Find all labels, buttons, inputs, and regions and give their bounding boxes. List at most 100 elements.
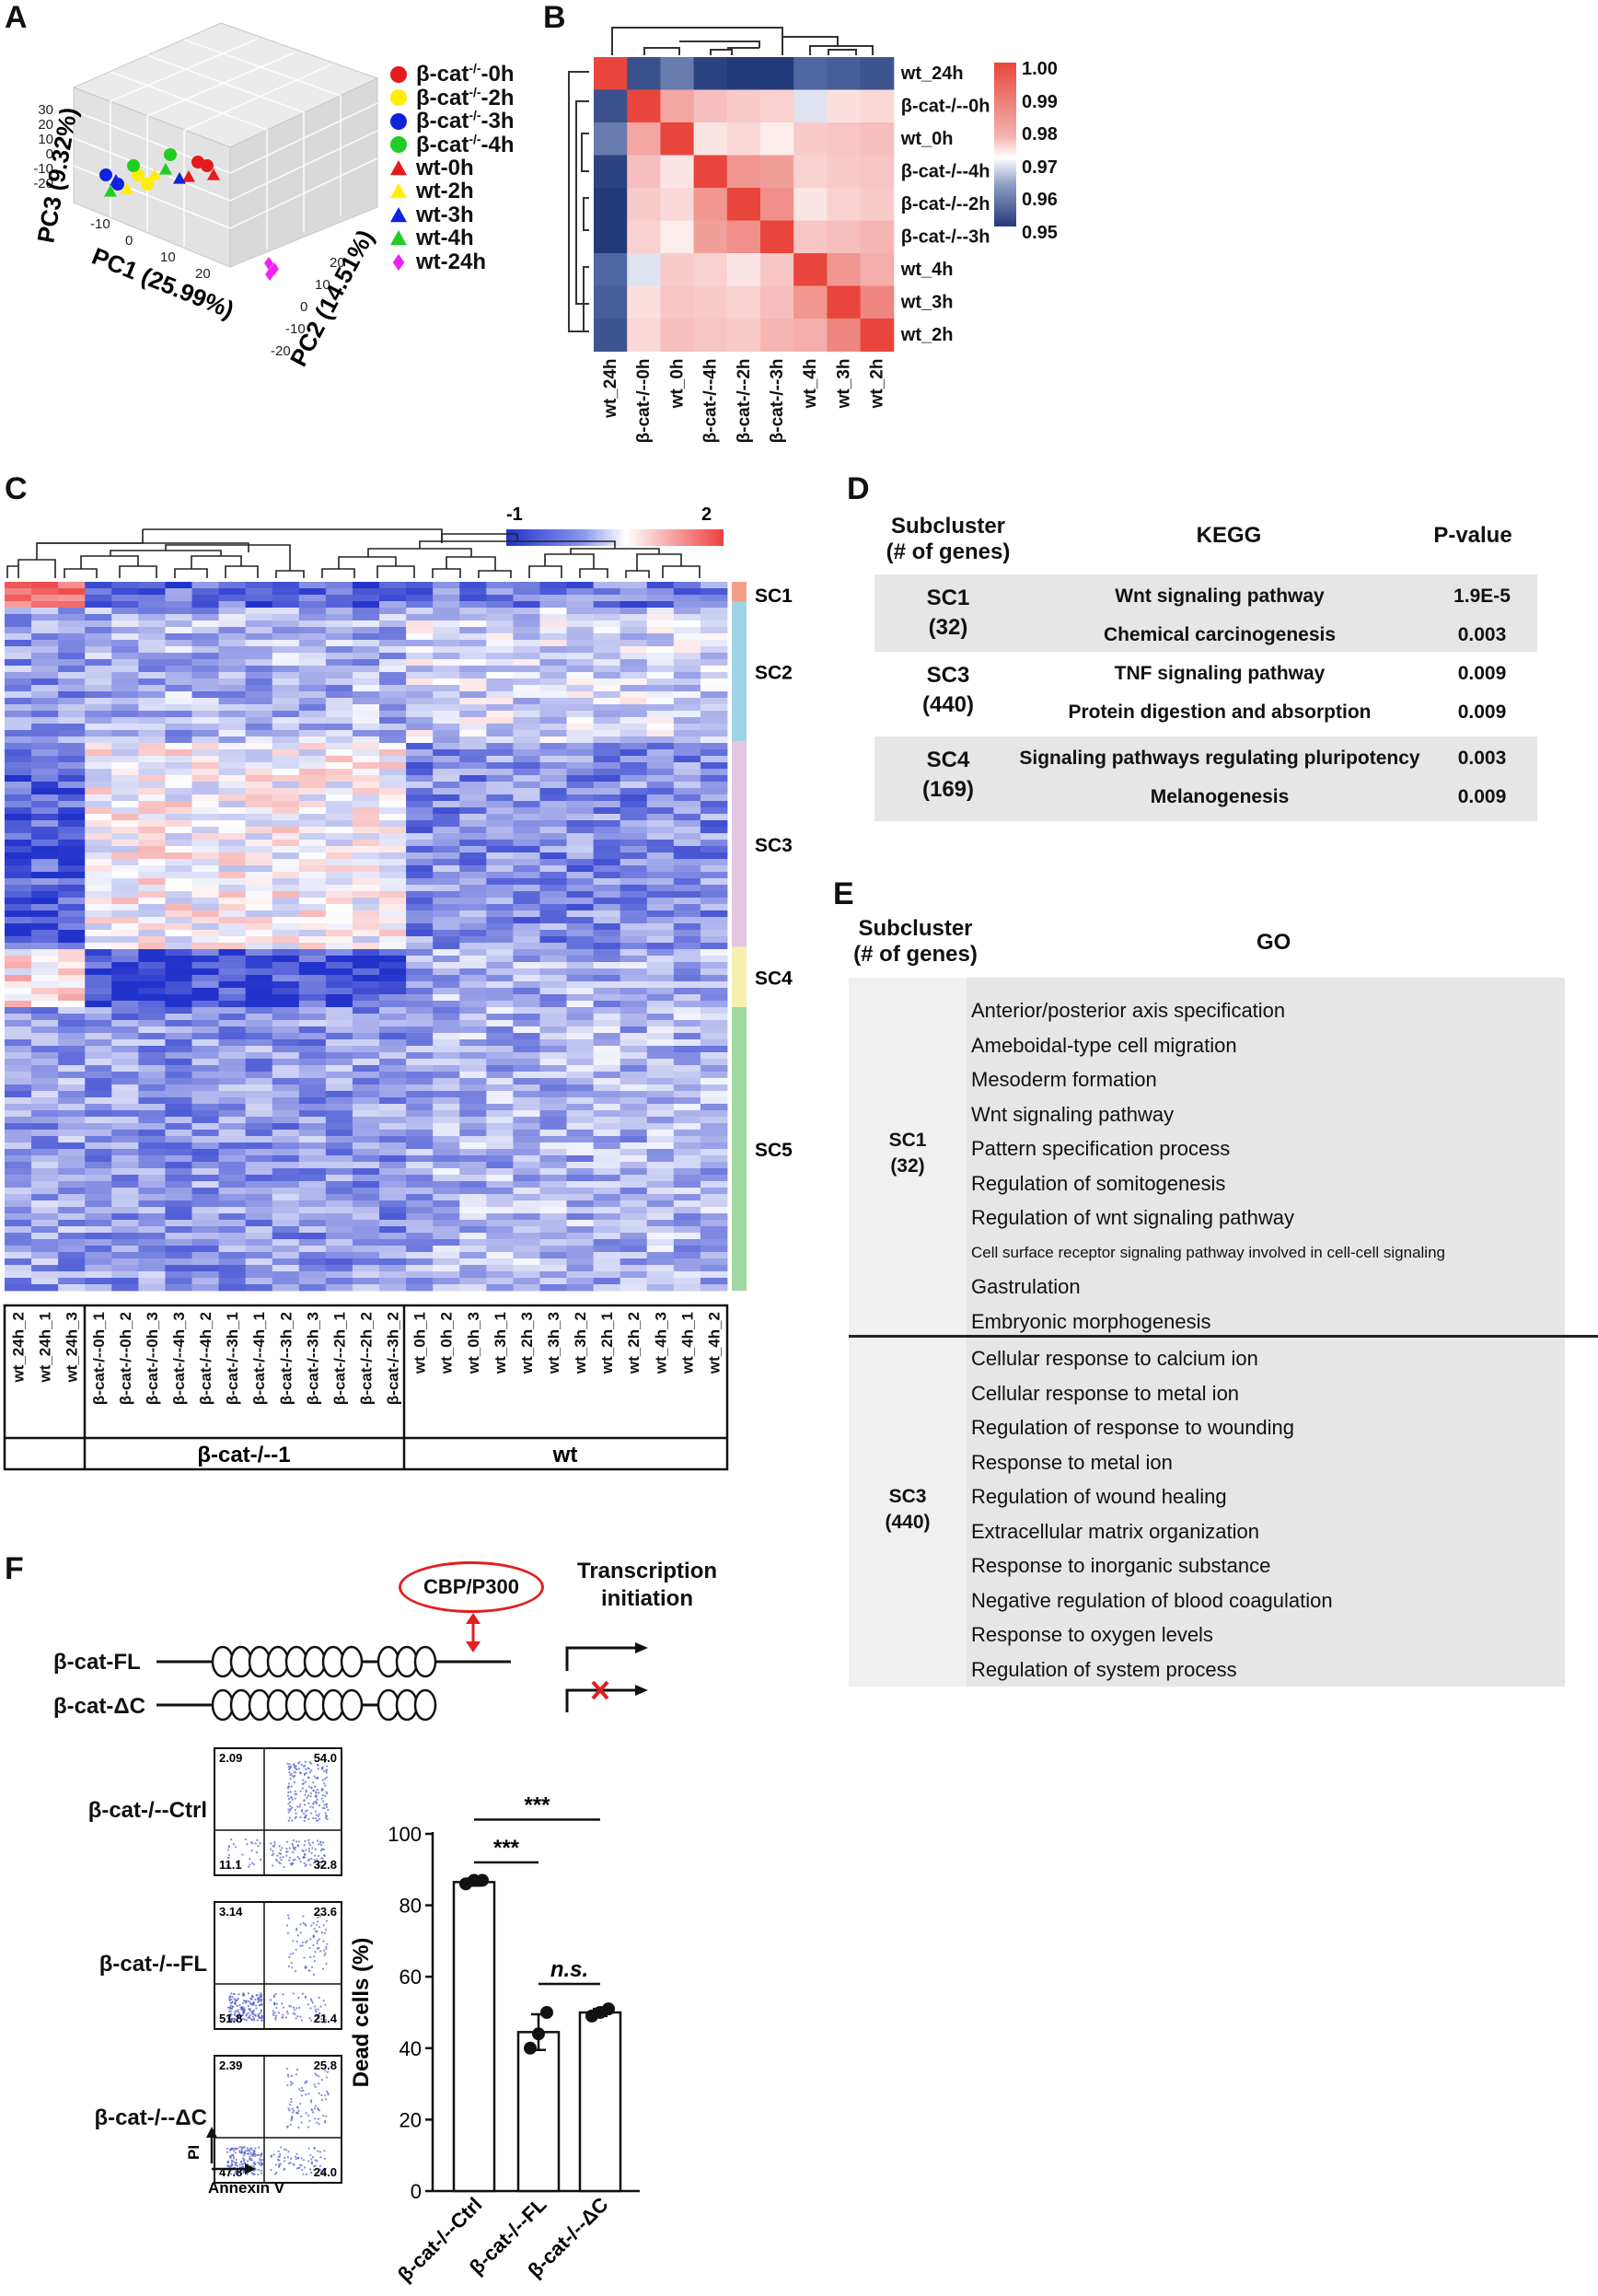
expression-cell	[593, 1039, 621, 1047]
expression-cell	[138, 1207, 166, 1214]
expression-cell	[379, 788, 407, 795]
expression-cell	[165, 1226, 192, 1234]
expression-cell	[620, 1084, 648, 1092]
expression-cell	[352, 1136, 380, 1143]
expression-cell	[620, 788, 648, 795]
expression-cell	[646, 724, 675, 731]
flow-event	[321, 1800, 325, 1803]
expression-cell	[379, 775, 407, 783]
expression-cell	[486, 878, 514, 886]
expression-cell	[406, 1271, 434, 1279]
expression-cell	[138, 872, 166, 879]
flow-event	[242, 2154, 245, 2157]
expression-cell	[325, 672, 353, 679]
expression-cell	[620, 1046, 648, 1053]
expression-cell	[352, 988, 380, 995]
expression-cell	[646, 588, 675, 596]
correlation-cell	[627, 122, 661, 156]
expression-cell	[58, 1065, 86, 1073]
expression-cell	[433, 627, 460, 634]
expression-cell	[406, 1246, 434, 1253]
correlation-cell	[793, 155, 828, 189]
flow-event	[290, 2005, 293, 2008]
flow-event	[275, 1858, 278, 1861]
expression-cell	[218, 1252, 247, 1259]
flow-event	[286, 2083, 289, 2087]
expression-cell	[620, 981, 648, 989]
expression-cell	[298, 1149, 327, 1156]
expression-cell	[111, 827, 139, 834]
expression-cell	[352, 1091, 380, 1098]
expression-cell	[673, 1078, 701, 1085]
expression-cell	[646, 852, 675, 860]
expression-cell	[245, 923, 273, 931]
armadillo-repeat	[248, 1688, 272, 1722]
expression-cell	[272, 885, 300, 892]
expression-cell	[191, 1136, 219, 1143]
expression-cell	[433, 885, 460, 892]
kegg-term: TNF signaling pathway	[1114, 663, 1326, 684]
expression-cell	[539, 717, 567, 725]
expression-cell	[646, 1039, 675, 1047]
expression-cell	[459, 614, 487, 621]
expression-cell	[245, 620, 273, 628]
expression-cell	[379, 1117, 407, 1124]
flow-event	[311, 2111, 315, 2114]
expression-cell	[191, 1072, 219, 1079]
correlation-col-label: wt_0h	[667, 359, 687, 410]
sample-label: β-cat-/--2h_1	[330, 1312, 348, 1405]
expression-cell	[191, 691, 219, 699]
go-term: Wnt signaling pathway	[971, 1102, 1175, 1126]
flow-event	[245, 2014, 248, 2017]
expression-cell	[138, 1213, 166, 1221]
expression-cell	[272, 633, 300, 641]
expression-cell	[165, 582, 192, 589]
expression-cell	[58, 1136, 86, 1143]
expression-cell	[352, 582, 380, 589]
expression-cell	[31, 1039, 59, 1047]
expression-cell	[272, 582, 300, 589]
expression-cell	[352, 782, 380, 789]
expression-cell	[298, 1226, 327, 1234]
go-header-subcluster: Subcluster (# of genes)	[853, 916, 978, 967]
expression-cell	[111, 1078, 139, 1085]
expression-cell	[620, 840, 648, 847]
expression-cell	[298, 1200, 327, 1208]
expression-cell	[539, 1059, 567, 1066]
expression-cell	[245, 730, 273, 737]
expression-cell	[325, 1084, 353, 1092]
expression-cell	[566, 943, 595, 950]
flow-event	[286, 2073, 289, 2076]
expression-cell	[486, 814, 514, 821]
expression-cell	[58, 1097, 86, 1105]
expression-cell	[673, 1039, 701, 1047]
expression-cell	[165, 1110, 192, 1118]
expression-cell	[513, 1213, 540, 1221]
expression-cell	[272, 1162, 300, 1169]
expression-cell	[58, 1001, 86, 1008]
expression-cell	[272, 827, 300, 834]
expression-cell	[111, 601, 139, 609]
flow-event	[240, 2151, 243, 2154]
expression-cell	[5, 1033, 32, 1040]
correlation-cell	[693, 155, 728, 189]
expression-cell	[58, 736, 86, 744]
expression-cell	[593, 691, 621, 699]
expression-cell	[539, 1072, 567, 1079]
expression-cell	[620, 988, 648, 995]
expression-cell	[566, 814, 595, 821]
expression-cell	[673, 1072, 701, 1079]
pca-point	[264, 257, 273, 270]
flow-event	[320, 1797, 323, 1800]
correlation-scale-tick: 1.00	[1022, 59, 1058, 79]
expression-cell	[325, 1194, 353, 1201]
expression-cell	[593, 1097, 621, 1105]
expression-cell	[325, 1188, 353, 1195]
expression-cell	[325, 872, 353, 879]
expression-cell	[486, 1059, 514, 1066]
expression-cell	[218, 994, 247, 1002]
flow-event	[302, 2089, 305, 2092]
expression-cell	[406, 891, 434, 899]
expression-cell	[352, 1175, 380, 1182]
expression-cell	[433, 782, 460, 789]
